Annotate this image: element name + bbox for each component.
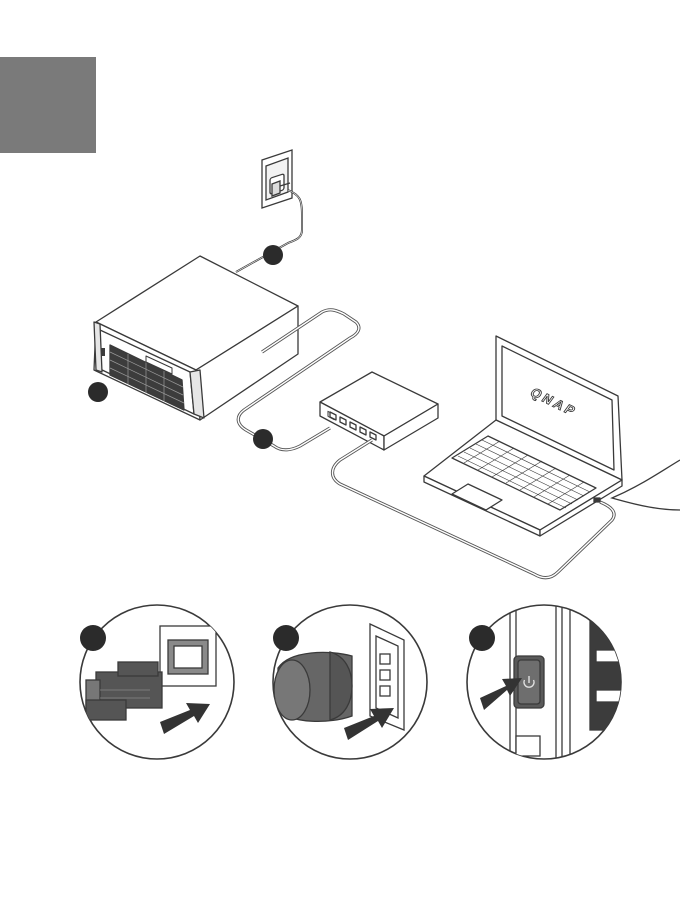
network-switch-icon bbox=[320, 372, 438, 450]
laptop-icon bbox=[424, 336, 622, 536]
step-badge-ethernet bbox=[253, 429, 273, 449]
step-badge-power-button bbox=[88, 382, 108, 402]
step-badge-1 bbox=[80, 625, 106, 651]
power-connect-step bbox=[273, 605, 427, 759]
iec-power-plug-icon bbox=[274, 652, 352, 721]
step-badge-3 bbox=[469, 625, 495, 651]
wall-outlet-icon bbox=[262, 150, 292, 208]
ethernet-connect-step bbox=[80, 605, 234, 759]
power-on-step bbox=[467, 600, 630, 770]
ethernet-port-icon bbox=[160, 626, 216, 686]
step-badge-2 bbox=[273, 625, 299, 651]
step-badge-power-cable bbox=[263, 245, 283, 265]
